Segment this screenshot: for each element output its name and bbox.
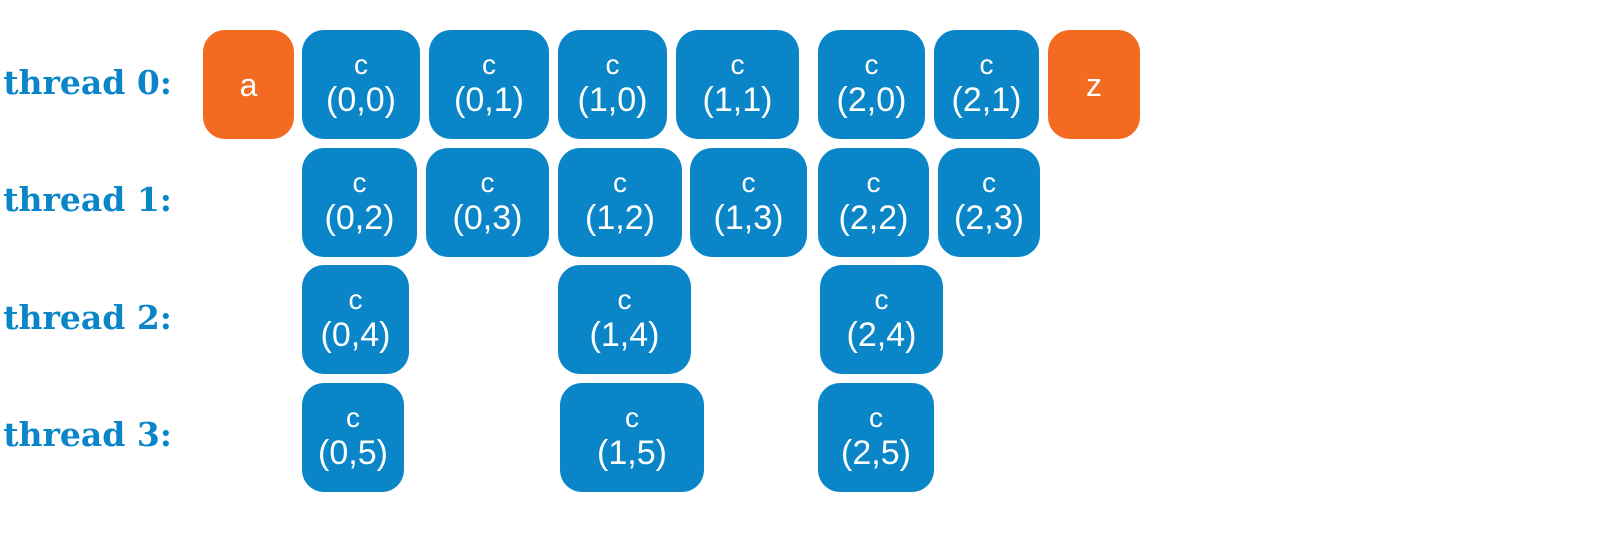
task-c-1-1: c (1,1) (676, 30, 799, 139)
task-name: c (874, 283, 889, 315)
task-c-0-0: c (0,0) (302, 30, 420, 139)
task-coord: (0,5) (318, 433, 388, 472)
task-c-2-4: c (2,4) (820, 265, 943, 374)
task-z: z (1048, 30, 1140, 139)
thread-0-label: thread 0: (3, 63, 172, 102)
task-coord: (1,0) (577, 80, 648, 119)
task-coord: (1,2) (585, 198, 655, 237)
task-coord: (0,4) (320, 315, 391, 354)
task-coord: (0,3) (452, 198, 523, 237)
task-coord: (2,4) (846, 315, 917, 354)
task-c-2-0: c (2,0) (818, 30, 925, 139)
task-c-2-2: c (2,2) (818, 148, 929, 257)
task-coord: (1,1) (702, 80, 773, 119)
task-c-1-0: c (1,0) (558, 30, 667, 139)
task-coord: (2,0) (836, 80, 907, 119)
task-c-0-1: c (0,1) (429, 30, 549, 139)
task-name: c (617, 283, 632, 315)
task-name: c (625, 401, 639, 433)
task-name: c (480, 166, 495, 198)
task-name: c (613, 166, 627, 198)
task-name: c (730, 48, 745, 80)
task-coord: (1,3) (713, 198, 784, 237)
task-name: z (1086, 66, 1102, 103)
task-coord: (2,1) (951, 80, 1022, 119)
task-coord: (2,3) (954, 198, 1024, 237)
task-c-1-4: c (1,4) (558, 265, 691, 374)
task-name: c (982, 166, 996, 198)
task-c-1-2: c (1,2) (558, 148, 682, 257)
task-coord: (2,2) (838, 198, 909, 237)
task-name: c (864, 48, 879, 80)
task-name: c (869, 401, 883, 433)
task-c-0-2: c (0,2) (302, 148, 417, 257)
task-coord: (2,5) (841, 433, 911, 472)
task-name: c (605, 48, 620, 80)
task-coord: (0,2) (324, 198, 395, 237)
task-c-1-5: c (1,5) (560, 383, 704, 492)
task-name: c (482, 48, 496, 80)
thread-2-label: thread 2: (3, 298, 172, 337)
task-c-0-5: c (0,5) (302, 383, 404, 492)
thread-1-label: thread 1: (3, 180, 172, 219)
task-coord: (1,4) (589, 315, 660, 354)
task-name: c (354, 48, 368, 80)
task-a: a (203, 30, 294, 139)
task-name: c (866, 166, 881, 198)
task-coord: (0,0) (326, 80, 396, 119)
task-c-0-4: c (0,4) (302, 265, 409, 374)
task-coord: (0,1) (454, 80, 524, 119)
task-coord: (1,5) (597, 433, 667, 472)
thread-3-label: thread 3: (3, 415, 172, 454)
task-name: c (741, 166, 756, 198)
task-c-2-3: c (2,3) (938, 148, 1040, 257)
task-c-2-1: c (2,1) (934, 30, 1039, 139)
task-c-0-3: c (0,3) (426, 148, 549, 257)
task-name: c (348, 283, 363, 315)
task-name: c (352, 166, 367, 198)
task-name: c (979, 48, 994, 80)
task-name: c (346, 401, 360, 433)
task-c-1-3: c (1,3) (690, 148, 807, 257)
task-name: a (239, 66, 258, 103)
task-c-2-5: c (2,5) (818, 383, 934, 492)
